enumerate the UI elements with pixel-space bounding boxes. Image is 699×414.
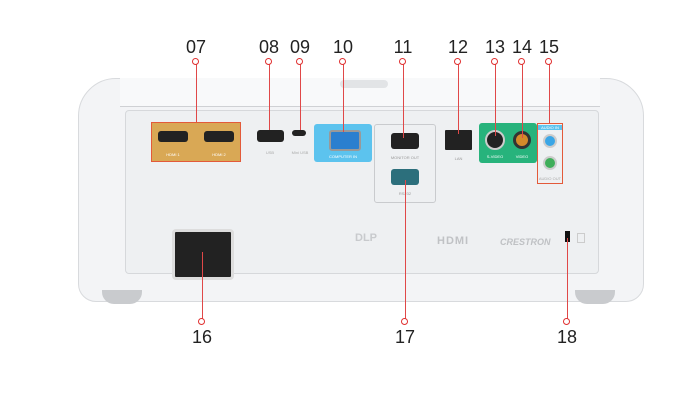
callout-dot — [545, 58, 552, 65]
hdmi-logo: HDMI — [437, 235, 470, 247]
callout-14: 14 — [511, 37, 533, 57]
monitor-out-label: MONITOR OUT — [390, 155, 420, 160]
foot-right — [575, 290, 615, 304]
callout-dot — [518, 58, 525, 65]
audio-out-label: AUDIO OUT — [538, 176, 562, 181]
svideo-label: S-VIDEO — [486, 154, 504, 159]
lock-icon — [577, 233, 585, 243]
power-socket[interactable] — [172, 229, 234, 280]
callout-11: 11 — [393, 37, 413, 57]
callout-dot — [401, 318, 408, 325]
video-group: S-VIDEO VIDEO — [479, 123, 537, 163]
usb-port[interactable] — [257, 130, 284, 142]
callout-13: 13 — [484, 37, 506, 57]
callout-dot — [454, 58, 461, 65]
video-label: VIDEO — [515, 154, 529, 159]
lan-port[interactable] — [445, 130, 472, 150]
callout-dot — [296, 58, 303, 65]
monitor-out-port[interactable] — [391, 133, 419, 149]
computer-in-port[interactable] — [329, 130, 361, 151]
foot-left — [102, 290, 142, 304]
usb-label: USB — [265, 150, 275, 155]
lan-label: LAN — [454, 156, 463, 161]
callout-07: 07 — [185, 37, 207, 57]
computer-in-label: COMPUTER IN — [329, 154, 357, 159]
mini-usb-label: Mini USB — [291, 150, 309, 155]
callout-dot — [491, 58, 498, 65]
mini-usb-port[interactable] — [292, 130, 306, 136]
hdmi2-label: HDMI 2 — [212, 152, 226, 157]
callout-16: 16 — [191, 327, 213, 347]
callout-dot — [265, 58, 272, 65]
callout-08: 08 — [258, 37, 280, 57]
hdmi-group: HDMI 1 HDMI 2 — [151, 122, 241, 162]
rs232-port[interactable] — [391, 169, 419, 185]
audio-in-port[interactable] — [543, 134, 557, 148]
audio-out-port[interactable] — [543, 156, 557, 170]
rs232-label: RS232 — [375, 191, 435, 196]
crestron-logo: CRESTRON — [500, 237, 551, 247]
callout-dot — [192, 58, 199, 65]
hdmi1-label: HDMI 1 — [166, 152, 180, 157]
callout-dot — [339, 58, 346, 65]
serial-group: MONITOR OUT RS232 — [374, 124, 436, 203]
callout-12: 12 — [447, 37, 469, 57]
callout-dot — [198, 318, 205, 325]
callout-10: 10 — [332, 37, 354, 57]
security-slot[interactable] — [565, 231, 570, 242]
callout-dot — [563, 318, 570, 325]
hdmi2-port[interactable] — [204, 131, 234, 142]
audio-in-label: AUDIO IN — [538, 125, 562, 130]
lens-cover — [340, 80, 388, 88]
audio-group: AUDIO IN AUDIO OUT — [537, 123, 563, 184]
callout-17: 17 — [394, 327, 416, 347]
hdmi1-port[interactable] — [158, 131, 188, 142]
callout-dot — [399, 58, 406, 65]
callout-18: 18 — [556, 327, 578, 347]
dlp-logo: DLP — [355, 232, 377, 244]
callout-15: 15 — [538, 37, 560, 57]
callout-09: 09 — [289, 37, 311, 57]
